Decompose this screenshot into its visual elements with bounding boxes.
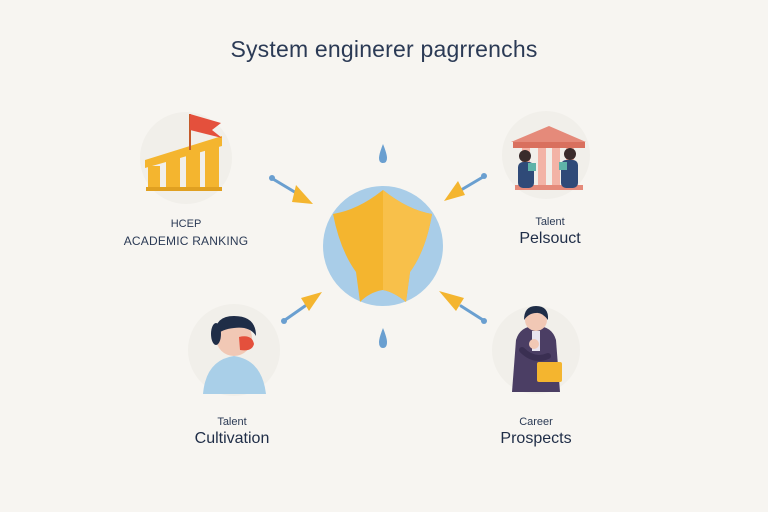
arrow-bottom-left: [281, 292, 322, 324]
top-left-label-line1: HCEP: [170, 218, 202, 230]
bottom-right-label-line2: Prospects: [500, 430, 572, 447]
arrow-bottom-right: [439, 291, 487, 324]
top-left-label-line2: ACADEMIC RANKING: [123, 234, 249, 248]
professional-folder-icon: [512, 306, 562, 392]
bottom-right-label-line1: Career: [519, 416, 553, 428]
page-title: System enginerer pagrrenchs: [230, 36, 538, 62]
arrow-top-right: [444, 173, 487, 201]
drop-top-icon: [379, 144, 387, 163]
drop-bottom-icon: [379, 328, 387, 348]
top-right-label-line1: Talent: [535, 216, 565, 228]
top-right-label-line2: Pelsouct: [519, 230, 581, 247]
arrow-top-left: [269, 175, 313, 204]
bottom-left-label-line2: Cultivation: [194, 430, 270, 447]
temple-people-icon: [511, 126, 586, 190]
columns-flag-icon: [145, 114, 222, 191]
student-mask-icon: [203, 316, 266, 394]
bottom-left-label-line1: Talent: [217, 416, 247, 428]
globe-shield-icon: [323, 186, 443, 306]
